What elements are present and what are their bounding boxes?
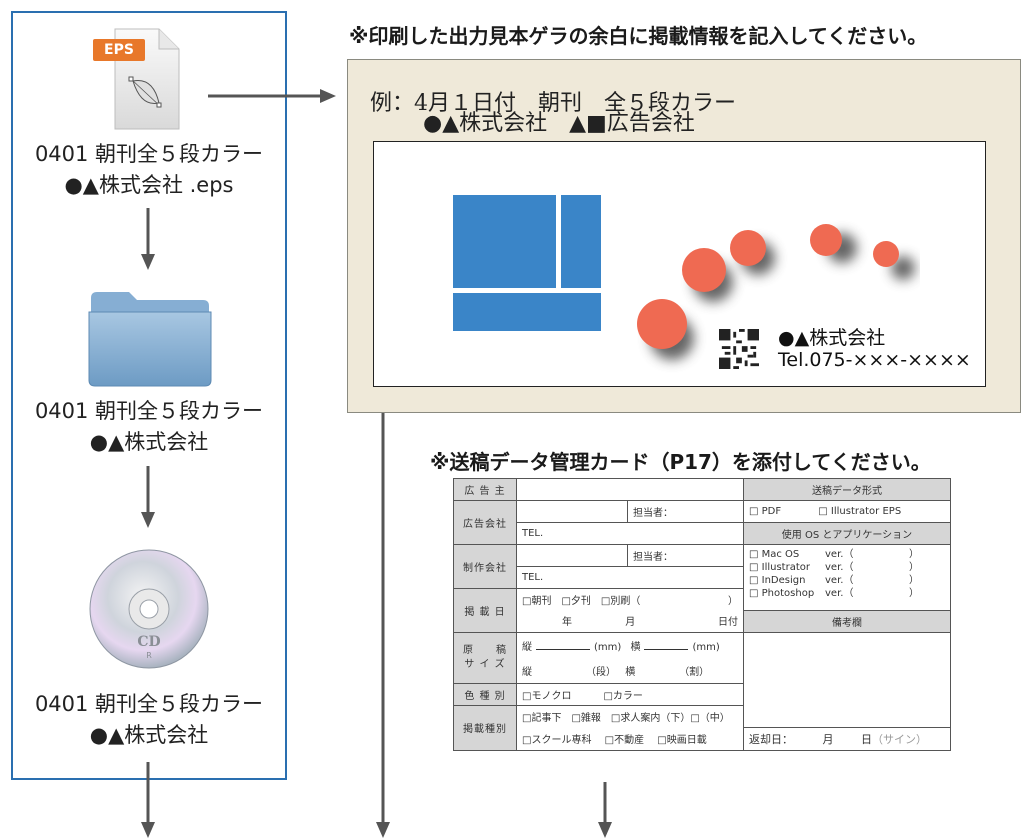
step2-line2: ●▲株式会社	[89, 430, 209, 454]
data-management-card: 広 告 主 送稿データ形式 広告会社 担当者： □ PDF □ Illustra…	[453, 478, 951, 751]
illustrator-eps-option[interactable]: □ Illustrator EPS	[818, 506, 902, 517]
pub-type-row1[interactable]: □記事下 □雑報 □求人案内（下）□（中）	[516, 704, 744, 728]
producer-tel: TEL.	[516, 566, 744, 589]
step2-caption: 0401 朝刊全５段カラー ●▲株式会社	[11, 396, 287, 458]
proof-info-line1: 例：4月１日付 朝刊 全５段カラー	[370, 91, 736, 116]
ad-logo-block-bottom	[453, 293, 601, 331]
agency-tel: TEL.	[516, 522, 744, 545]
card-heading: ※送稿データ管理カード（P17）を添付してください。	[430, 450, 931, 474]
size-dan-field[interactable]: 縦（段） 横（割）	[516, 657, 744, 684]
cd-sub-label: R	[146, 651, 152, 660]
step2-line1: 0401 朝刊全５段カラー	[34, 399, 264, 423]
step1-line1: 0401 朝刊全５段カラー	[34, 142, 264, 166]
color-type-options[interactable]: □モノクロ□カラー	[516, 682, 744, 706]
size-mm-field[interactable]: 縦(mm) 横(mm)	[516, 631, 744, 658]
qr-code-icon	[719, 329, 759, 369]
proof-heading: ※印刷した出力見本ゲラの余白に掲載情報を記入してください。	[349, 24, 928, 48]
pub-type-label: 掲載種別	[453, 704, 517, 751]
pub-edition-options[interactable]: □朝刊 □夕刊 □別刷（）	[516, 588, 744, 610]
size-label: 原 稿サ イ ズ	[453, 631, 517, 684]
format-options[interactable]: □ PDF □ Illustrator EPS	[743, 500, 951, 523]
down-arrow-card	[598, 782, 612, 838]
cd-icon: CD R	[88, 548, 210, 670]
agency-label: 広告会社	[453, 500, 517, 545]
producer-name-field[interactable]	[516, 544, 628, 567]
eps-file-icon: EPS	[93, 25, 183, 131]
ad-logo-block-right	[561, 195, 601, 288]
down-arrow-proof	[376, 413, 390, 838]
ad-logo-block-left	[453, 195, 556, 288]
step3-line1: 0401 朝刊全５段カラー	[34, 692, 264, 716]
ad-dots-graphic	[637, 224, 915, 360]
agency-name-field[interactable]	[516, 500, 628, 523]
down-arrow-bottom-left	[141, 762, 155, 838]
arrow-eps-to-proof	[208, 89, 336, 103]
step1-line2: ●▲株式会社 .eps	[64, 173, 234, 197]
eps-badge: EPS	[104, 42, 134, 58]
down-arrow-2	[141, 466, 155, 528]
pub-date-field[interactable]: 年 月 日付	[516, 610, 744, 633]
step3-caption: 0401 朝刊全５段カラー ●▲株式会社	[11, 689, 287, 751]
agency-person: 担当者：	[627, 500, 744, 523]
step3-line2: ●▲株式会社	[89, 723, 209, 747]
advertiser-field[interactable]	[516, 478, 744, 501]
advertiser-label: 広 告 主	[453, 478, 517, 501]
data-format-header: 送稿データ形式	[743, 478, 951, 501]
folder-icon	[88, 292, 212, 387]
step1-caption: 0401 朝刊全５段カラー ●▲株式会社 .eps	[11, 139, 287, 201]
cd-label: CD	[137, 634, 161, 650]
remarks-field[interactable]	[743, 631, 951, 728]
color-type-label: 色 種 別	[453, 682, 517, 706]
ad-telephone: Tel.075-×××-××××	[778, 349, 971, 371]
pdf-option[interactable]: □ PDF	[749, 506, 782, 517]
ad-company-name: ●▲株式会社	[778, 327, 886, 349]
pub-type-row2[interactable]: □スクール専科 □不動産 □映画日載	[516, 727, 744, 751]
remarks-header: 備考欄	[743, 609, 951, 633]
pub-date-label: 掲 載 日	[453, 588, 517, 633]
producer-label: 制作会社	[453, 544, 517, 589]
proof-info-line2: ●▲株式会社 ▲■広告会社	[423, 111, 695, 136]
os-apps-header: 使用 OS とアプリケーション	[743, 522, 951, 545]
producer-person: 担当者：	[627, 544, 744, 567]
down-arrow-1	[141, 208, 155, 270]
return-date-field[interactable]: 返却日： 月 日（サイン）	[743, 727, 951, 751]
